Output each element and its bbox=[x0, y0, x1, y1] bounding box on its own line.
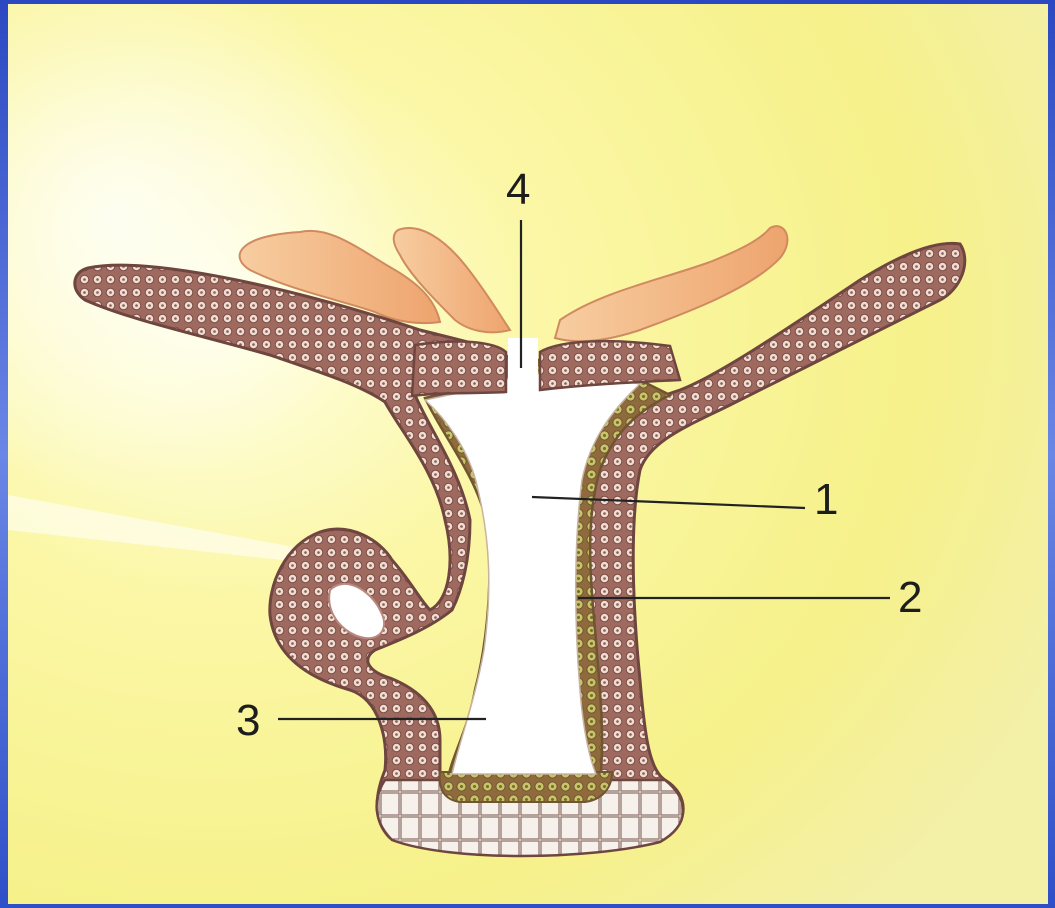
mouth-opening bbox=[508, 338, 538, 392]
mouth-left-lip bbox=[412, 341, 506, 396]
label-3: 3 bbox=[236, 696, 260, 745]
label-4: 4 bbox=[506, 165, 530, 214]
label-2: 2 bbox=[898, 573, 922, 622]
basal-disc-inner-layer bbox=[440, 772, 612, 802]
label-1: 1 bbox=[814, 475, 838, 524]
